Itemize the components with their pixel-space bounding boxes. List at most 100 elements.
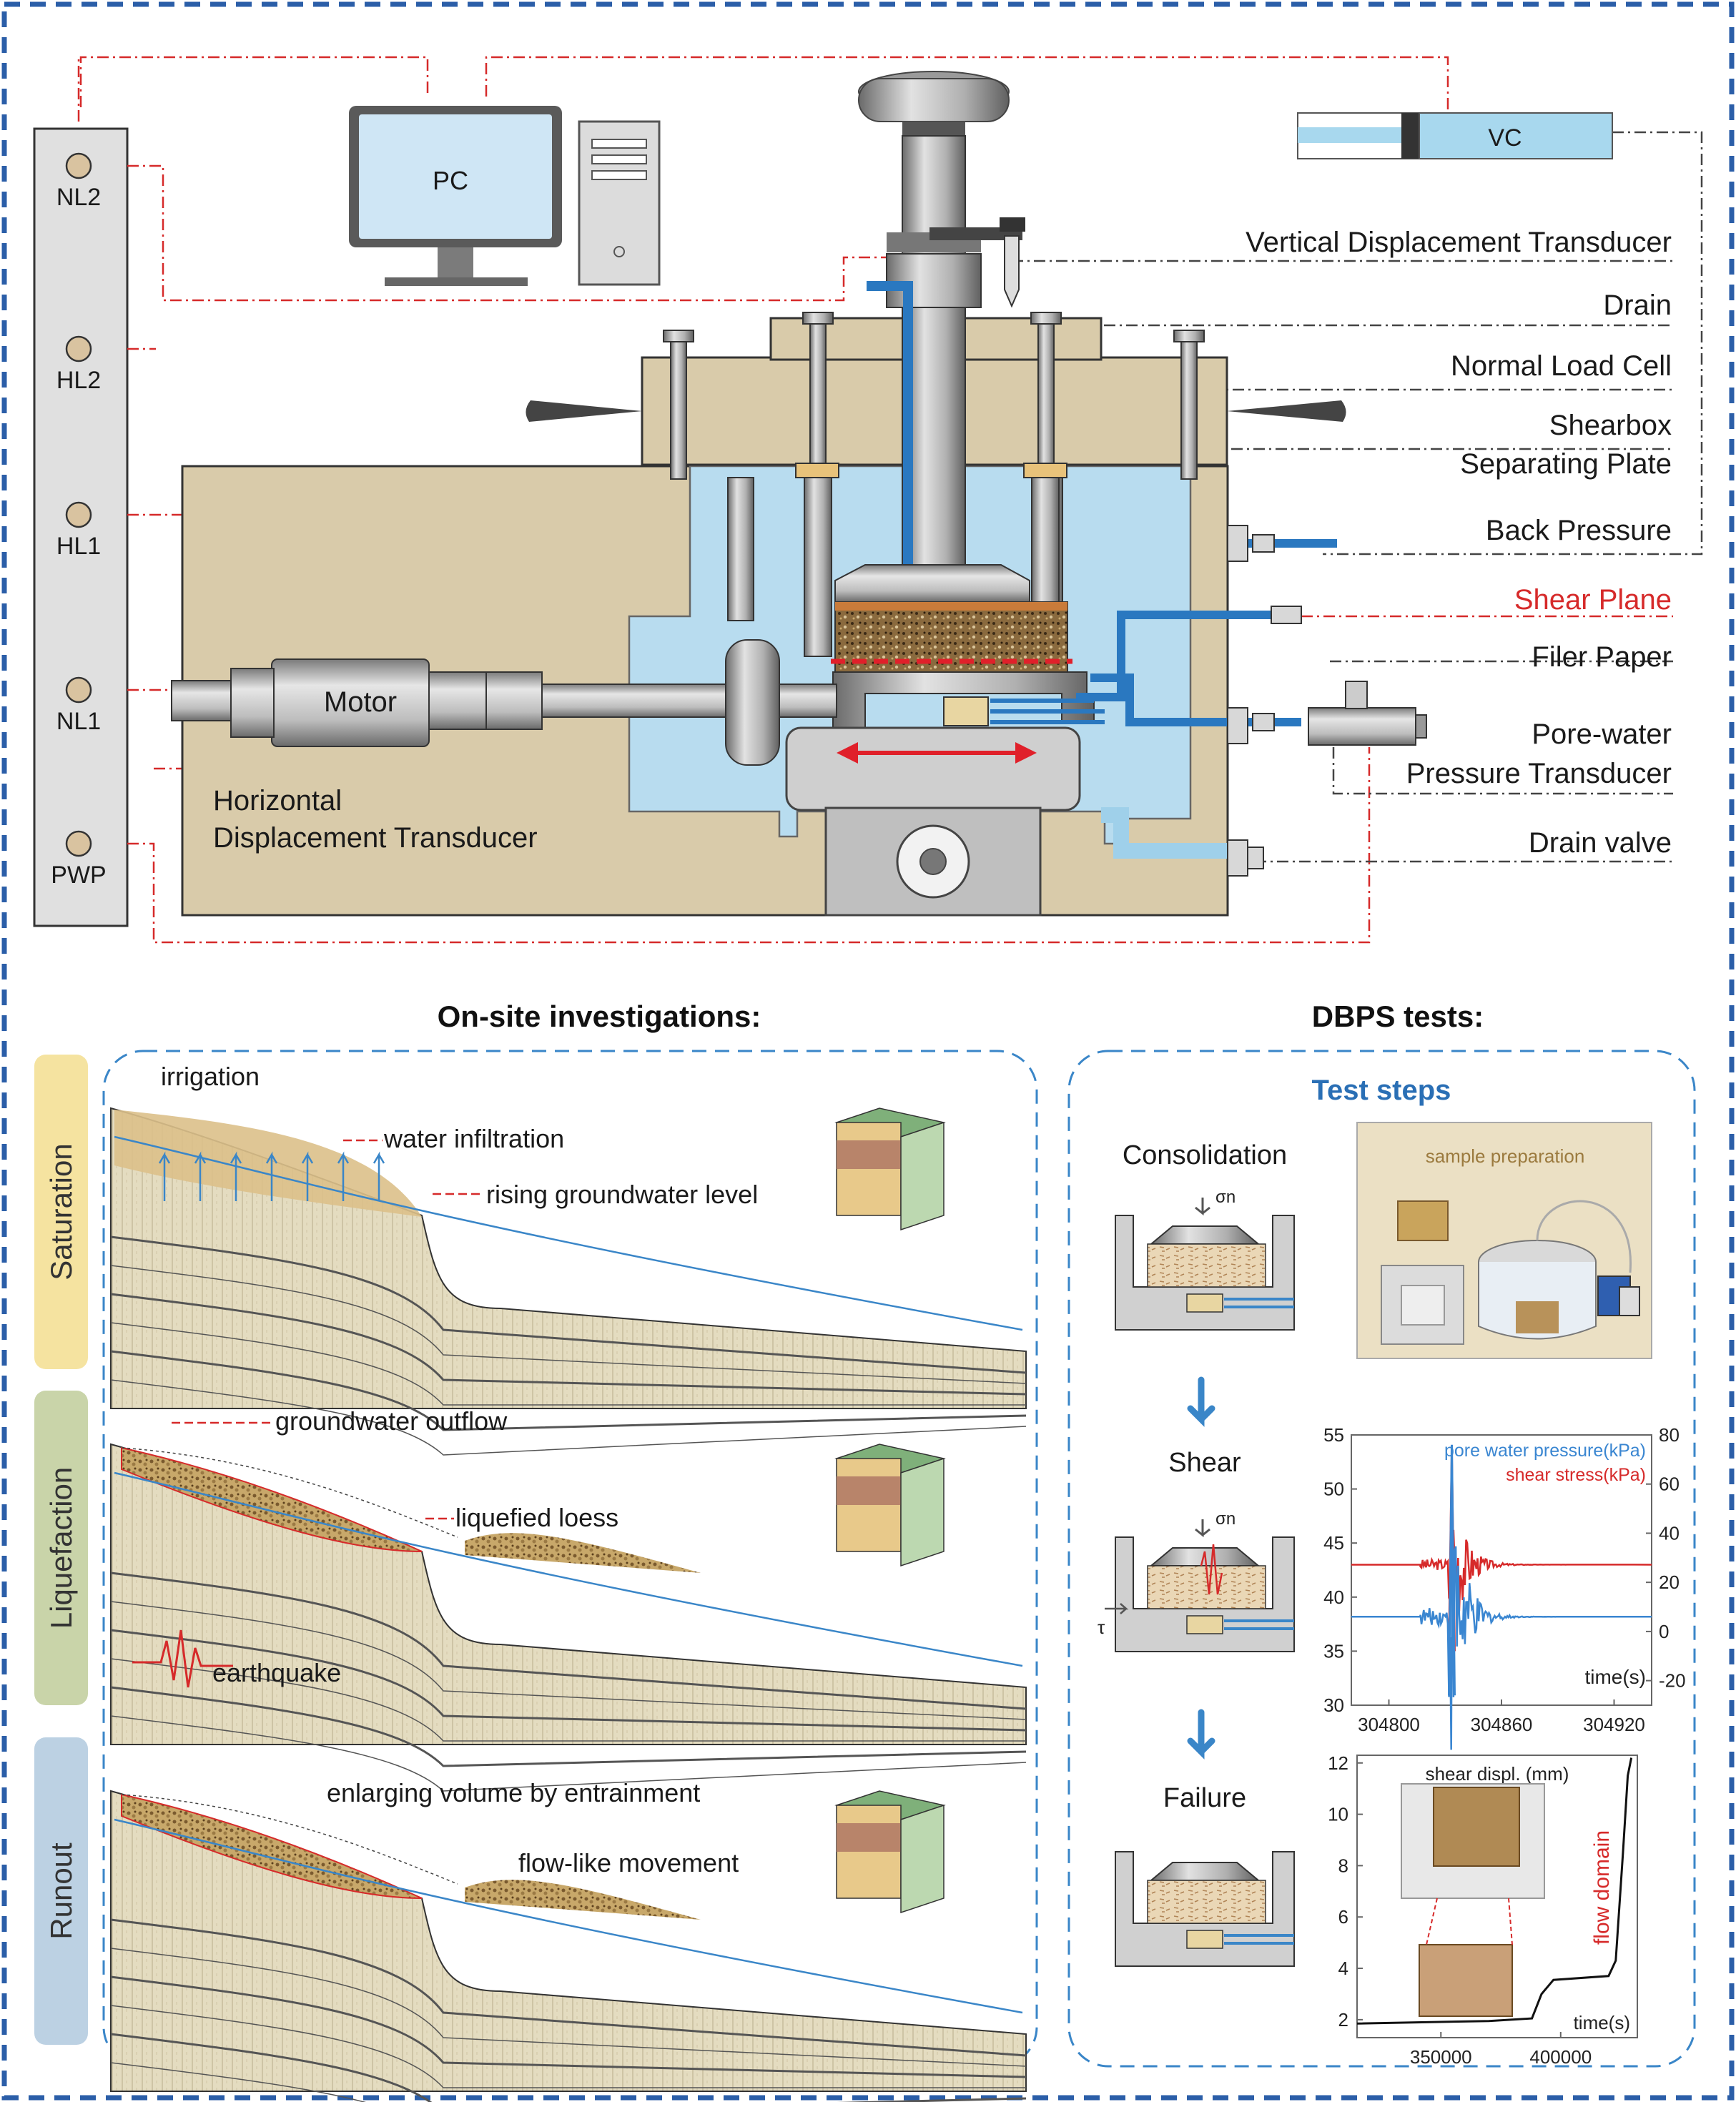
chart1-ytick-right: -20 — [1659, 1670, 1686, 1692]
chart1-ytick-right: 20 — [1659, 1571, 1680, 1593]
shear-surface-photo — [1419, 1944, 1513, 2017]
chart1-legend-item: pore water pressure(kPa) — [1444, 1441, 1646, 1461]
chart1-legend-item: shear stress(kPa) — [1506, 1465, 1646, 1485]
chart2-ytick: 12 — [1328, 1752, 1348, 1774]
chart2-title: shear displ. (mm) — [1426, 1763, 1569, 1785]
callout-label: Drain — [1603, 290, 1672, 321]
stage-label: Runout — [44, 1842, 78, 1940]
vc-label: VC — [1488, 124, 1522, 152]
chart1-ytick-left: 40 — [1323, 1587, 1344, 1608]
step-arrow — [1187, 1376, 1215, 1427]
shear-box-consolidation: σn — [1115, 1188, 1295, 1331]
sensor-hl2-dial — [65, 335, 92, 362]
chart2-ytick: 4 — [1338, 1958, 1348, 1979]
annotation-label: water infiltration — [383, 1124, 564, 1153]
callout-label: Vertical Displacement Transducer — [1246, 227, 1672, 258]
sensor-nl2-dial — [65, 152, 92, 179]
test-steps-title: Test steps — [1312, 1075, 1451, 1106]
chart1-plot-area — [1351, 1434, 1652, 1706]
chart1-ytick-right: 0 — [1659, 1621, 1669, 1642]
chart1-ytick-right: 60 — [1659, 1474, 1680, 1495]
chart1-ytick-left: 30 — [1323, 1694, 1344, 1716]
chart1-series-peak — [1448, 1444, 1456, 1696]
sensor-label: HL1 — [56, 533, 101, 560]
chart1-ytick-left: 55 — [1323, 1424, 1344, 1446]
annotation-label: groundwater outflow — [275, 1406, 508, 1436]
callout-label: Separating Plate — [1460, 448, 1672, 480]
earthquake-waveform — [132, 1629, 233, 1688]
callout-label: Filer Paper — [1532, 641, 1672, 673]
slope-profile-liquefaction — [110, 1443, 1027, 1792]
sensor-nl1-dial — [65, 676, 92, 704]
stage-tab-saturation — [34, 1055, 88, 1369]
dbps-panel: DBPS tests: Test steps ConsolidationσnSh… — [1067, 1000, 1696, 2068]
flow-domain-label: flow domain — [1590, 1830, 1614, 1945]
chart1-xtick: 304800 — [1358, 1714, 1420, 1735]
callout-label: Shearbox — [1549, 410, 1672, 441]
chart1-series-line — [1351, 1509, 1652, 1750]
onsite-panel: On-site investigations: SaturationLiquef… — [34, 1000, 1038, 2102]
volume-controller — [1419, 112, 1613, 159]
displacement-time-chart: 12 10 8 6 4 2 350000 400000 shear displ. (mm) tim… — [1328, 1752, 1638, 2068]
chart2-xlabel: time(s) — [1574, 2012, 1630, 2033]
slope-profile-runout — [110, 1790, 1027, 2102]
callout-label: Shear Plane — [1514, 584, 1672, 616]
chart2-series-line — [1356, 1757, 1633, 2025]
dbps-frame — [1067, 1050, 1696, 2068]
annotation-label: earthquake — [212, 1658, 341, 1687]
lower-carriage — [785, 726, 1081, 811]
sensor-label: HL2 — [56, 367, 101, 394]
loading-piston — [858, 78, 1010, 122]
shear-box-shear: σnτ — [1098, 1509, 1295, 1652]
annotation-label: rising groundwater level — [486, 1180, 758, 1209]
annotation-label: enlarging volume by entrainment — [327, 1778, 700, 1807]
sensor-label: NL1 — [56, 708, 101, 735]
vertical-displacement-transducer — [1004, 235, 1020, 308]
annotation-label: liquefied loess — [455, 1503, 618, 1532]
chart2-xtick: 350000 — [1410, 2046, 1472, 2068]
chart2-xtick: 400000 — [1529, 2046, 1592, 2068]
slope-profile-saturation — [110, 1107, 1027, 1456]
stage-label: Liquefaction — [44, 1467, 78, 1629]
shear-box-failure — [1115, 1851, 1295, 1967]
pc-label: PC — [433, 166, 468, 195]
callout-label: Drain valve — [1529, 827, 1672, 859]
chart1-ytick-left: 35 — [1323, 1640, 1344, 1662]
test-step-label: Shear — [1168, 1448, 1241, 1478]
sensor-label: PWP — [51, 862, 106, 889]
sample-preparation-label: sample preparation — [1426, 1145, 1585, 1167]
callout-label: Back Pressure — [1486, 515, 1672, 546]
chart2-ytick: 6 — [1338, 1906, 1348, 1928]
chart1-xlabel: time(s) — [1584, 1666, 1646, 1688]
horizontal-transducer-label-1: Horizontal — [213, 785, 342, 816]
motor-label: Motor — [324, 686, 397, 718]
sensor-hl1-dial — [65, 501, 92, 528]
sigma-n-label: σn — [1215, 1188, 1236, 1207]
stage-tab-liquefaction — [34, 1391, 88, 1705]
stage-label: Saturation — [44, 1143, 78, 1280]
callout-label: Pressure Transducer — [1406, 758, 1672, 789]
sigma-n-label: σn — [1215, 1509, 1236, 1529]
chart1-ytick-right: 80 — [1659, 1424, 1680, 1446]
sensor-label: NL2 — [56, 184, 101, 211]
chart1-ytick-right: 40 — [1659, 1522, 1680, 1544]
test-step-label: Failure — [1163, 1783, 1246, 1813]
callout-label: Pore-water — [1532, 719, 1672, 750]
annotation-label: irrigation — [161, 1062, 260, 1091]
chart1-xtick: 304860 — [1471, 1714, 1533, 1735]
chart1-ytick-left: 45 — [1323, 1532, 1344, 1554]
chart2-ytick: 8 — [1338, 1855, 1348, 1876]
stage-tab-runout — [34, 1737, 88, 2045]
chart2-ytick: 2 — [1338, 2009, 1348, 2031]
callout-label: Normal Load Cell — [1451, 350, 1672, 382]
chart2-ytick: 10 — [1328, 1804, 1348, 1825]
test-step-label: Consolidation — [1123, 1140, 1287, 1170]
horizontal-transducer-label-2: Displacement Transducer — [213, 822, 538, 854]
sensor-pwp-dial — [65, 830, 92, 857]
dbps-title: DBPS tests: — [1312, 1000, 1484, 1033]
chart1-xtick: 304920 — [1583, 1714, 1645, 1735]
